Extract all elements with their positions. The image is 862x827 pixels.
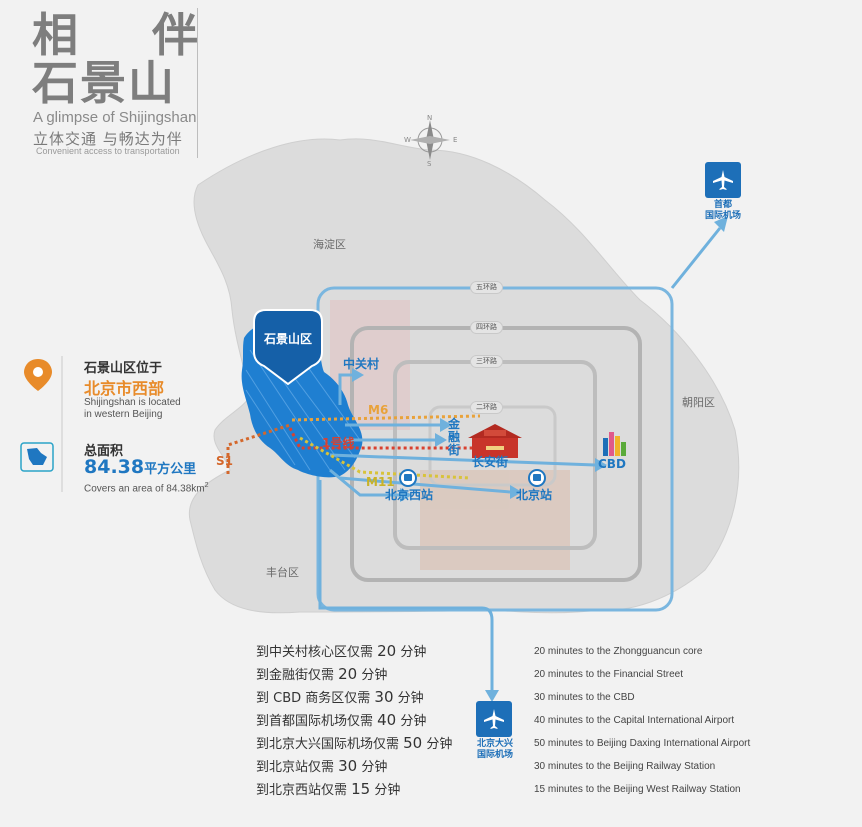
time-row: 到北京站仅需 30 分钟 [256,757,388,775]
label-line1: 1号线 [322,436,355,450]
beijing-west-station-icon [399,469,417,487]
airport-capital-label: 首都 国际机场 [704,200,741,221]
time-en-row: 20 minutes to the Zhongguancun core [534,646,703,657]
time-en-row: 15 minutes to the Beijing West Railway S… [534,784,741,795]
time-en-row: 40 minutes to the Capital International … [534,715,735,726]
time-en-row: 20 minutes to the Financial Street [534,669,683,680]
airport-capital-box [705,162,741,198]
place-cbd: CBD [598,457,626,471]
label-s1: S1 [216,454,233,468]
place-zhongguancun: 中关村 [343,357,380,371]
compass-w: W [404,136,411,144]
time-en-row: 30 minutes to the CBD [534,692,635,703]
time-en-row: 30 minutes to the Beijing Railway Statio… [534,761,716,772]
compass-s: S [427,160,432,168]
travel-times-en: 20 minutes to the Zhongguancun core 20 m… [534,640,750,801]
area-unit: 平方公里 [144,462,197,477]
area-english-sup: 2 [204,482,209,489]
district-haidian: 海淀区 [313,238,346,251]
place-beijing-station: 北京站 [516,488,553,502]
title-divider [197,8,198,158]
compass-icon [410,120,450,160]
cbd-buildings-icon [603,432,626,456]
time-row: 到金融街仅需 20 分钟 [256,665,388,683]
place-changanjie: 长安街 [472,455,509,469]
map-pin-shape [253,309,323,386]
place-beijing-west-station: 北京西站 [385,488,434,502]
connection-arrows [318,227,722,690]
ring-tag-fourth: 四环路 [470,321,503,334]
location-title: 石景山区位于 [84,361,163,376]
district-fengtai: 丰台区 [266,566,299,579]
airplane-icon [484,709,504,729]
m11-line [299,436,471,480]
tiananmen-icon [468,424,522,458]
title-subtitle-english: Convenient access to transportation [36,146,180,156]
label-m6: M6 [368,403,389,417]
title-english: A glimpse of Shijingshan [33,109,197,126]
title-line1: 相 伴 [32,8,201,62]
area-english-text: Covers an area of 84.38km [84,483,205,495]
area-value-row: 84.38平方公里 [84,456,196,478]
location-main: 北京市西部 [84,379,165,398]
area-title: 总面积 [84,444,124,459]
time-row: 到北京大兴国际机场仅需 50 分钟 [256,734,453,752]
location-english: Shijingshan is located in western Beijin… [84,397,181,420]
m6-line [291,414,481,422]
district-chaoyang: 朝阳区 [682,396,715,409]
title-line2: 石景山 [32,56,176,110]
place-jinrongjie: 金 融 街 [448,417,461,457]
area-map-icon [20,442,54,472]
ring-tag-second: 二环路 [470,401,503,414]
time-row: 到中关村核心区仅需 20 分钟 [256,642,427,660]
s1-line [226,423,291,474]
ring-tag-third: 三环路 [470,355,503,368]
airplane-icon [713,170,733,190]
line1-line [288,427,480,450]
area-value: 84.38 [84,456,145,478]
shijingshan-pin-label: 石景山区 [263,332,312,346]
beijing-station-icon [528,469,546,487]
beijing-urban-area [188,138,740,614]
time-row: 到北京西站仅需 15 分钟 [256,780,401,798]
travel-times-cn: 到中关村核心区仅需 20 分钟 到金融街仅需 20 分钟 到 CBD 商务区仅需… [256,640,452,801]
airport-daxing-label: 北京大兴 国际机场 [476,739,513,760]
time-row: 到 CBD 商务区仅需 30 分钟 [256,688,424,706]
location-pin-icon [24,359,52,391]
title-subtitle: 立体交通 与畅达为伴 [33,130,183,148]
area-english: Covers an area of 84.38km2 [84,480,209,495]
ring-tag-fifth: 五环路 [470,281,503,294]
airport-daxing-box [476,701,512,737]
compass-e: E [453,136,458,144]
compass-n: N [427,114,433,122]
time-row: 到首都国际机场仅需 40 分钟 [256,711,427,729]
time-en-row: 50 minutes to Beijing Daxing Internation… [534,738,751,749]
arrow-heads [352,216,728,702]
label-m11: M11 [366,475,395,489]
